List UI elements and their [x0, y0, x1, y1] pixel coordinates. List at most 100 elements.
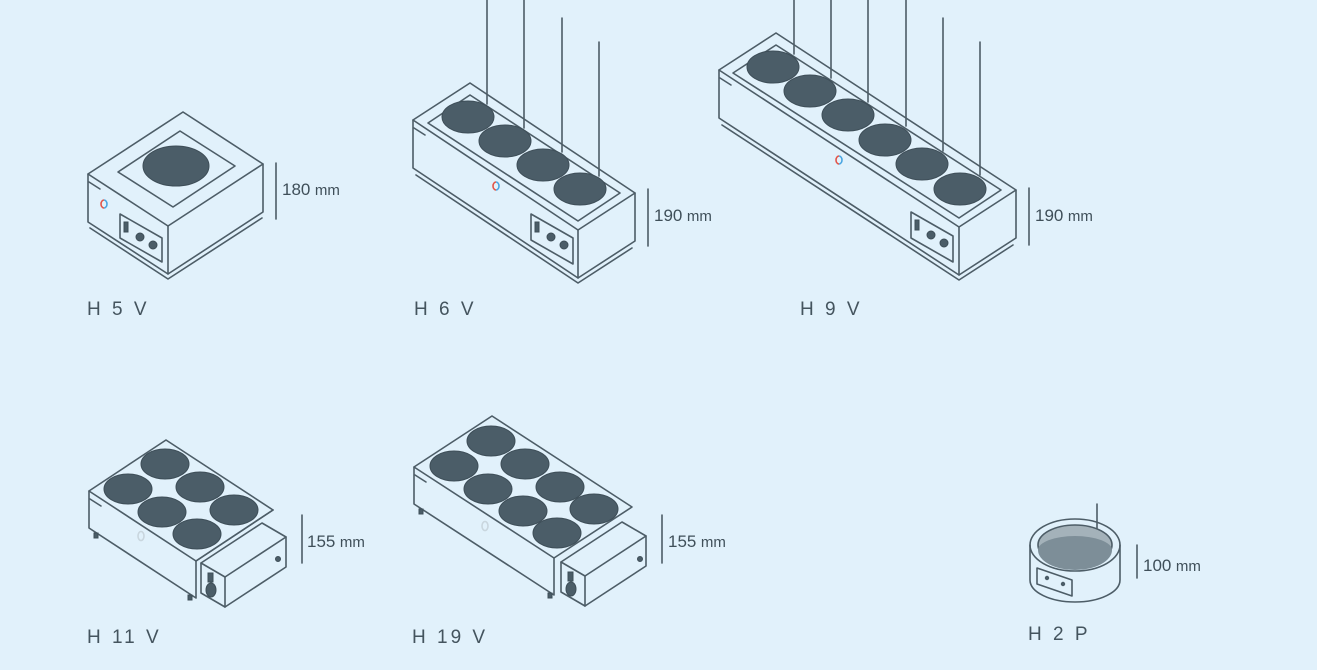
h5v-illustration	[87, 111, 277, 280]
h9v-plate-1	[746, 50, 800, 84]
height-value: 155	[307, 532, 336, 551]
h6v-side-face	[577, 192, 636, 279]
h19v-front-face	[413, 466, 555, 596]
h11v-module-front	[200, 562, 226, 608]
height-value: 190	[1035, 206, 1064, 225]
h19v-plate-8	[532, 517, 582, 549]
h19v-plate-1	[466, 425, 516, 457]
h2p-bowl-shade	[1038, 536, 1112, 570]
height-value: 155	[668, 532, 697, 551]
h5v-brand-mark	[88, 181, 101, 190]
h19v-plate-6	[498, 495, 548, 527]
h11v-foot-1	[93, 532, 99, 539]
height-dimension-h9v: 190 mm	[1035, 206, 1093, 226]
h19v-plate-4	[463, 473, 513, 505]
h9v-front-face	[718, 69, 960, 276]
model-label-h6v: H 6 V	[414, 299, 477, 320]
h5v-knob-1	[135, 232, 145, 242]
height-unit: mm	[1067, 208, 1093, 225]
h6v-plate-1	[441, 100, 495, 134]
h5v-base-plinth	[89, 217, 263, 280]
h11v-illustration	[88, 439, 303, 608]
height-value: 180	[282, 180, 311, 199]
height-unit: mm	[314, 182, 340, 199]
h6v-brand-mark	[413, 127, 426, 136]
h6v-front-face	[412, 119, 579, 279]
h6v-plate-4	[553, 172, 607, 206]
h6v-plate-3	[516, 148, 570, 182]
h11v-plate-1	[140, 448, 190, 480]
height-dimension-h6v: 190 mm	[654, 206, 712, 226]
h11v-module-side	[224, 536, 287, 608]
h19v-plate-5	[535, 471, 585, 503]
h6v-control-panel	[530, 213, 574, 265]
h19v-plate-3	[500, 448, 550, 480]
h9v-side-face	[958, 189, 1017, 276]
h19v-module-side	[584, 535, 647, 607]
h6v-knob-1	[546, 232, 556, 242]
model-label-h19v: H 19 V	[412, 627, 489, 648]
h6v-illustration	[412, 0, 649, 284]
h19v-plate-7	[569, 493, 619, 525]
h19v-status-indicator	[481, 520, 489, 532]
h9v-status-indicator	[835, 155, 843, 165]
h2p-body	[1029, 544, 1121, 603]
h11v-plate-4	[137, 496, 187, 528]
h11v-foot-2	[187, 594, 193, 601]
h11v-module-led	[275, 556, 281, 562]
h5v-top-inset	[117, 130, 236, 208]
h11v-top-edge	[195, 509, 274, 562]
h19v-module-led	[637, 556, 643, 562]
h9v-knob-1	[926, 230, 936, 240]
h2p-illustration	[1029, 503, 1138, 603]
height-unit: mm	[700, 534, 726, 551]
h2p-control-panel	[1036, 567, 1073, 597]
h5v-side-face	[167, 163, 264, 275]
h9v-plate-3	[821, 98, 875, 132]
height-value: 100	[1143, 556, 1172, 575]
h9v-plate-2	[783, 74, 837, 108]
h19v-brand-mark	[414, 474, 427, 483]
h5v-front-face	[87, 173, 169, 275]
height-dimension-h2p: 100 mm	[1143, 556, 1201, 576]
model-label-h5v: H 5 V	[87, 299, 150, 320]
h6v-power-switch	[534, 221, 540, 233]
h5v-heating-plate	[142, 145, 210, 187]
h5v-knob-2	[148, 240, 158, 250]
h11v-plate-3	[175, 471, 225, 503]
h9v-power-switch	[914, 219, 920, 231]
h9v-knob-2	[939, 238, 949, 248]
model-label-h2p: H 2 P	[1028, 624, 1091, 645]
h11v-plate-2	[103, 473, 153, 505]
h19v-plate-2	[429, 450, 479, 482]
h6v-plate-2	[478, 124, 532, 158]
model-label-h11v: H 11 V	[87, 627, 162, 648]
height-unit: mm	[686, 208, 712, 225]
h9v-base-plinth	[721, 124, 1014, 281]
height-value: 190	[654, 206, 683, 225]
h6v-knob-2	[559, 240, 569, 250]
h11v-module-knob	[205, 582, 217, 598]
height-dimension-h11v: 155 mm	[307, 532, 365, 552]
h2p-rim	[1029, 518, 1121, 572]
h11v-front-face	[88, 490, 197, 599]
h19v-module-front	[560, 561, 586, 607]
height-unit: mm	[1175, 558, 1201, 575]
height-dimension-h5v: 180 mm	[282, 180, 340, 200]
h6v-base-plinth	[415, 174, 633, 284]
h6v-status-indicator	[492, 181, 500, 191]
h19v-top-face	[413, 415, 633, 559]
h11v-module-switch	[207, 572, 214, 583]
h19v-foot-1	[418, 508, 424, 515]
h19v-illustration	[413, 415, 663, 607]
h9v-illustration	[718, 0, 1030, 281]
h9v-plate-4	[858, 123, 912, 157]
h2p-knob-1	[1044, 575, 1050, 581]
h5v-power-switch	[123, 221, 129, 233]
h11v-plate-6	[172, 518, 222, 550]
h11v-brand-mark	[89, 498, 102, 507]
h9v-brand-mark	[719, 77, 732, 86]
h2p-knob-2	[1060, 581, 1066, 587]
h5v-status-indicator	[100, 199, 108, 209]
